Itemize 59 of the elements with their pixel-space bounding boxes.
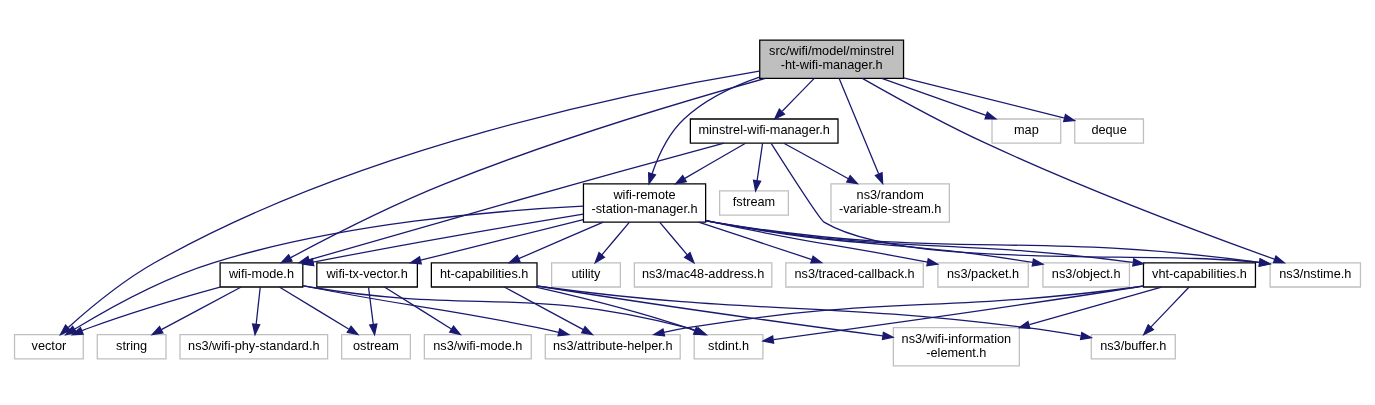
node-box: stdint.h bbox=[693, 333, 764, 360]
arrow bbox=[503, 285, 595, 335]
node-box: wifi-mode.h bbox=[219, 261, 304, 288]
arrow bbox=[770, 142, 1272, 267]
arrow bbox=[773, 77, 815, 120]
arrow bbox=[705, 219, 1272, 267]
node-box: ns3/attribute-helper.h bbox=[544, 333, 681, 360]
arrow bbox=[536, 284, 895, 340]
arrow bbox=[1017, 285, 1163, 329]
node-box: string bbox=[96, 333, 167, 360]
node-box: utility bbox=[551, 261, 621, 288]
node-box: wifi-remote-station-manager.h bbox=[582, 182, 707, 223]
node-box: ns3/wifi-mode.h bbox=[423, 333, 532, 360]
node-box: map bbox=[991, 117, 1062, 144]
arrow bbox=[507, 221, 604, 263]
arrow bbox=[367, 285, 378, 336]
node-box: minstrel-wifi-manager.h bbox=[689, 117, 839, 144]
node-box: vht-capabilities.h bbox=[1142, 261, 1257, 288]
arrow bbox=[408, 218, 584, 264]
node-box: ostream bbox=[341, 333, 411, 360]
arrow bbox=[536, 284, 1094, 340]
arrow bbox=[705, 219, 1146, 267]
node-box: vector bbox=[13, 333, 84, 360]
arrow bbox=[903, 76, 1077, 122]
arrow bbox=[881, 77, 998, 120]
node-box: ns3/traced-callback.h bbox=[785, 261, 924, 288]
arrow bbox=[861, 77, 1287, 263]
arrow bbox=[1142, 285, 1190, 336]
arrow bbox=[705, 219, 1045, 267]
arrow bbox=[659, 221, 696, 264]
node-box: ns3/wifi-information-element.h bbox=[892, 326, 1020, 367]
arrow bbox=[761, 284, 1144, 344]
node-box: ns3/random-variable-stream.h bbox=[830, 182, 950, 223]
node-box: fstream bbox=[719, 189, 789, 216]
node-box: ns3/packet.h bbox=[937, 261, 1029, 288]
node-box: wifi-tx-vector.h bbox=[316, 261, 418, 288]
arrow bbox=[64, 205, 584, 336]
node-box: ht-capabilities.h bbox=[430, 261, 538, 288]
arrow bbox=[150, 285, 242, 335]
arrow bbox=[593, 221, 631, 264]
arrow bbox=[838, 77, 884, 185]
arrow bbox=[302, 284, 571, 337]
arrow bbox=[383, 285, 462, 336]
arrow bbox=[698, 221, 824, 264]
arrow bbox=[783, 142, 860, 185]
node-box: ns3/buffer.h bbox=[1090, 333, 1176, 360]
node-box: src/wifi/model/minstrel-ht-wifi-manager.h bbox=[759, 38, 905, 79]
node-box: ns3/wifi-phy-standard.h bbox=[179, 333, 329, 360]
arrow bbox=[674, 142, 747, 185]
node-box: deque bbox=[1074, 117, 1145, 144]
node-box: ns3/nstime.h bbox=[1269, 261, 1362, 288]
arrow bbox=[278, 285, 360, 336]
node-box: ns3/mac48-address.h bbox=[633, 261, 773, 288]
arrow bbox=[647, 76, 761, 185]
arrow bbox=[752, 142, 764, 193]
arrow bbox=[301, 212, 584, 266]
arrow bbox=[70, 285, 221, 335]
node-box: ns3/object.h bbox=[1042, 261, 1131, 288]
arrow bbox=[251, 285, 261, 336]
